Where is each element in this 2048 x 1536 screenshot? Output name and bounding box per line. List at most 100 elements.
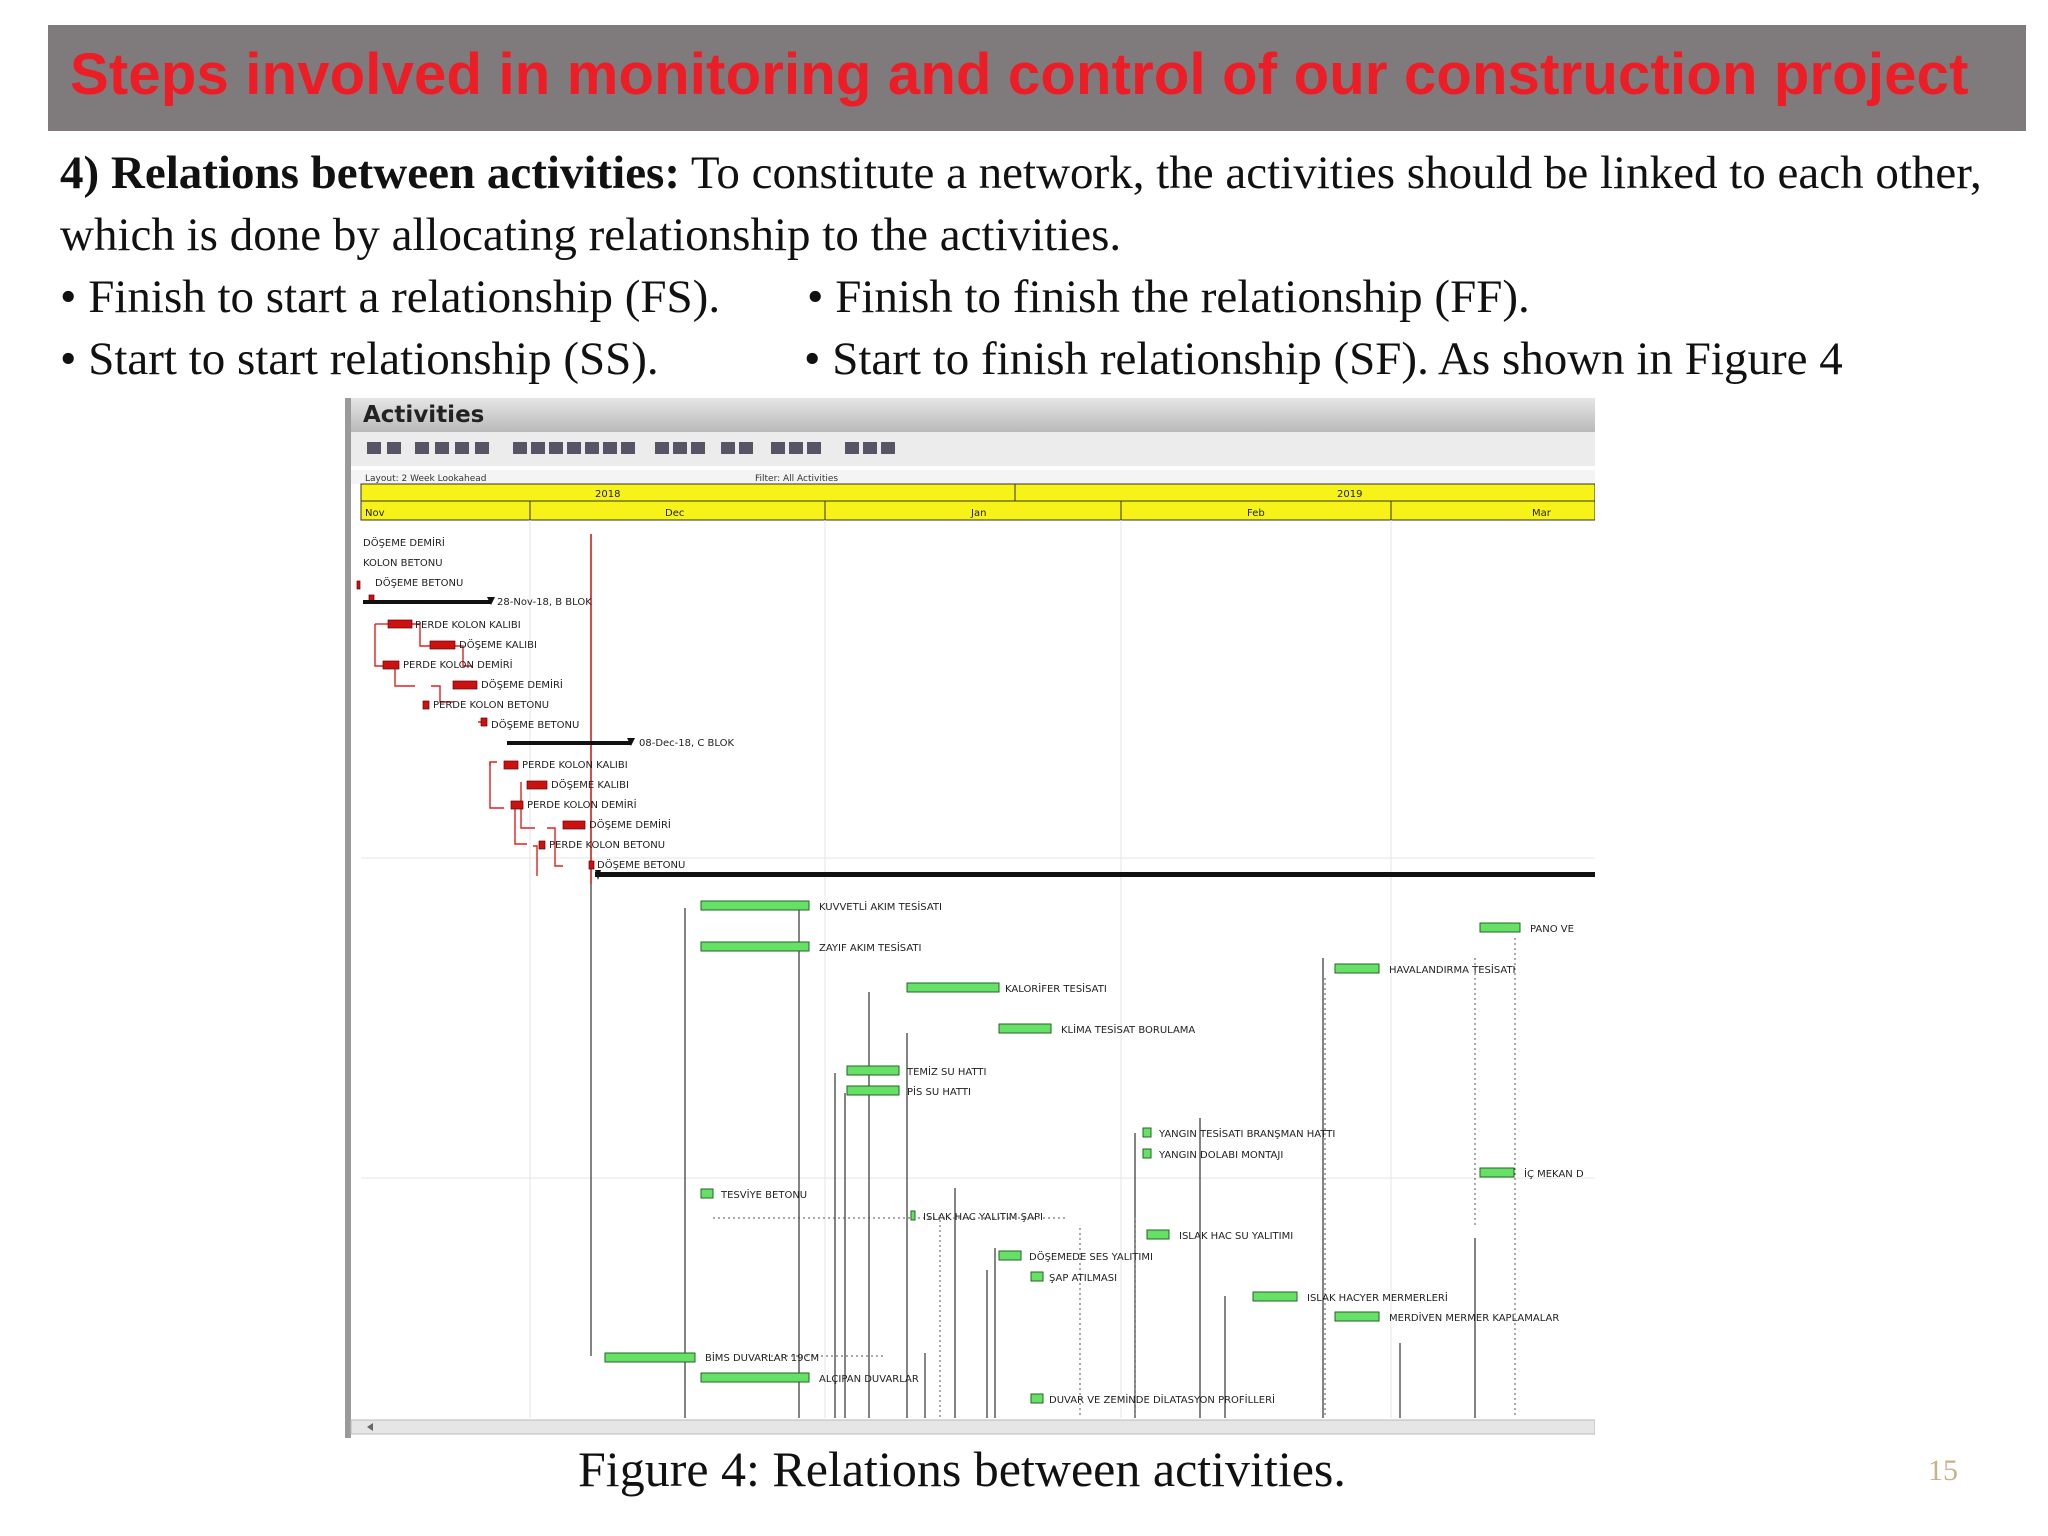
activity-label: PERDE KOLON BETONU <box>433 700 549 711</box>
activity-bar <box>846 1065 900 1076</box>
activity-bar <box>1030 1393 1044 1404</box>
dotted-links <box>713 938 1516 1418</box>
year-2019: 2019 <box>1337 489 1362 500</box>
paragraph-text: To constitute a network, the activities … <box>60 147 1982 261</box>
chart-icon <box>549 442 563 454</box>
activity-bar <box>1479 922 1521 933</box>
activity-bar <box>700 900 810 911</box>
activity-label: MERDİVEN MERMER KAPLAMALAR <box>1389 1311 1559 1324</box>
left-frame <box>345 398 351 1438</box>
activity-label: KLİMA TESİSAT BORULAMA <box>1061 1023 1195 1036</box>
sort-icon <box>673 442 687 454</box>
activity-bar <box>1334 963 1380 974</box>
year-2018: 2018 <box>595 489 620 500</box>
activity-label: PERDE KOLON BETONU <box>549 840 665 851</box>
activity-bar <box>700 941 810 952</box>
activity-label: DÖŞEME BETONU <box>491 718 579 731</box>
activity-label: ISLAK HAC YALITIM ŞAPI <box>923 1212 1043 1223</box>
zoom-out-icon <box>863 442 877 454</box>
activity-bar <box>452 680 478 690</box>
gantt-screenshot: Activities Layout: 2 Week Lookahead Filt… <box>345 398 1596 1438</box>
progress-icon <box>807 442 821 454</box>
project-summary-bar <box>595 872 1595 877</box>
activity-label: KALORİFER TESİSATI <box>1005 982 1107 995</box>
activity-bar <box>1146 1229 1170 1240</box>
activity-label: DÖŞEME KALIBI <box>459 638 537 651</box>
activity-label: DÖŞEME DEMİRİ <box>481 678 563 691</box>
activity-label: ZAYIF AKIM TESİSATI <box>819 941 921 954</box>
activity-label: ISLAK HAC SU YALITIMI <box>1179 1231 1293 1242</box>
link-icon <box>603 442 617 454</box>
zoom-fit-icon <box>881 442 895 454</box>
activity-label: PANO VE <box>1530 924 1574 935</box>
activity-bar <box>1479 1167 1515 1178</box>
activity-bar <box>906 982 1000 993</box>
paragraph-label: 4) Relations between activities: <box>60 147 680 199</box>
activity-label: DÖŞEME BETONU <box>375 576 463 589</box>
title-bar: Steps involved in monitoring and control… <box>48 25 2026 131</box>
window-header <box>351 398 1595 432</box>
milestone-b-blok: 28-Nov-18, B BLOK <box>497 597 592 608</box>
activity-bar <box>998 1250 1022 1261</box>
activity-bar <box>503 760 519 770</box>
activity-bar <box>910 1210 916 1221</box>
activity-label: TEMİZ SU HATTI <box>906 1065 986 1078</box>
activity-bar <box>700 1188 714 1199</box>
activity-bar <box>526 780 548 790</box>
zoom-in-icon <box>845 442 859 454</box>
month-dec: Dec <box>665 508 684 519</box>
schedule-icon <box>621 442 635 454</box>
slide-title: Steps involved in monitoring and control… <box>70 42 1969 107</box>
preview-icon <box>387 442 401 454</box>
horizontal-scrollbar[interactable] <box>350 1419 1596 1435</box>
summary-bars <box>363 597 1595 880</box>
activity-bar <box>1142 1127 1152 1138</box>
activity-bar <box>480 717 488 727</box>
critical-bars[interactable] <box>356 580 595 870</box>
activity-bar <box>604 1352 696 1363</box>
bullet-sf: • Start to finish relationship (SF). As … <box>804 333 1843 385</box>
activity-bar <box>422 700 430 710</box>
activity-bar <box>1334 1311 1380 1322</box>
activity-label: DÖŞEMEDE SES YALITIMI <box>1029 1250 1153 1263</box>
page-number: 15 <box>1928 1454 1958 1487</box>
activity-bar <box>1252 1291 1298 1302</box>
activity-bar <box>846 1085 900 1096</box>
activity-bar <box>1142 1148 1152 1159</box>
grid-icon <box>691 442 705 454</box>
layout-label[interactable]: Layout: 2 Week Lookahead <box>365 474 487 484</box>
chart-2-icon <box>567 442 581 454</box>
resource-icon <box>771 442 785 454</box>
figure-caption: Figure 4: Relations between activities. <box>578 1441 1346 1497</box>
activity-label: DÖŞEME KALIBI <box>551 778 629 791</box>
chart-3-icon <box>585 442 599 454</box>
month-mar: Mar <box>1532 508 1552 519</box>
activity-bar <box>429 640 456 650</box>
format-icon <box>475 442 489 454</box>
activity-label: YANGIN DOLABI MONTAJI <box>1158 1150 1283 1161</box>
bullet-fs: • Finish to start a relationship (FS). <box>60 271 721 323</box>
scroll-left-icon[interactable] <box>367 1423 373 1431</box>
activity-label: PİS SU HATTI <box>907 1085 971 1098</box>
activity-label: PERDE KOLON KALIBI <box>522 760 628 771</box>
filter-label[interactable]: Filter: All Activities <box>755 474 838 484</box>
activity-bar <box>700 1372 810 1383</box>
toolbar-icons[interactable] <box>367 442 895 454</box>
layout-icon <box>513 442 527 454</box>
noncritical-bars[interactable] <box>604 900 1521 1404</box>
milestone-c-blok: 08-Dec-18, C BLOK <box>639 738 734 749</box>
activity-label: İÇ MEKAN D <box>1524 1167 1584 1180</box>
activity-bar <box>562 820 586 830</box>
month-nov: Nov <box>365 508 385 519</box>
activity-label: BİMS DUVARLAR 19CM <box>705 1351 819 1364</box>
filter-icon <box>721 442 735 454</box>
activity-label: DÖŞEME BETONU <box>597 858 685 871</box>
print-icon <box>367 442 381 454</box>
activity-label: DÖŞEME DEMİRİ <box>589 818 671 831</box>
activity-label: DÖŞEME DEMİRİ <box>363 536 445 549</box>
activity-label: ŞAP ATILMASI <box>1049 1273 1117 1284</box>
month-jan: Jan <box>970 508 986 519</box>
activity-bar <box>998 1023 1052 1034</box>
activity-bar <box>1030 1271 1044 1282</box>
activity-bar <box>510 800 524 810</box>
